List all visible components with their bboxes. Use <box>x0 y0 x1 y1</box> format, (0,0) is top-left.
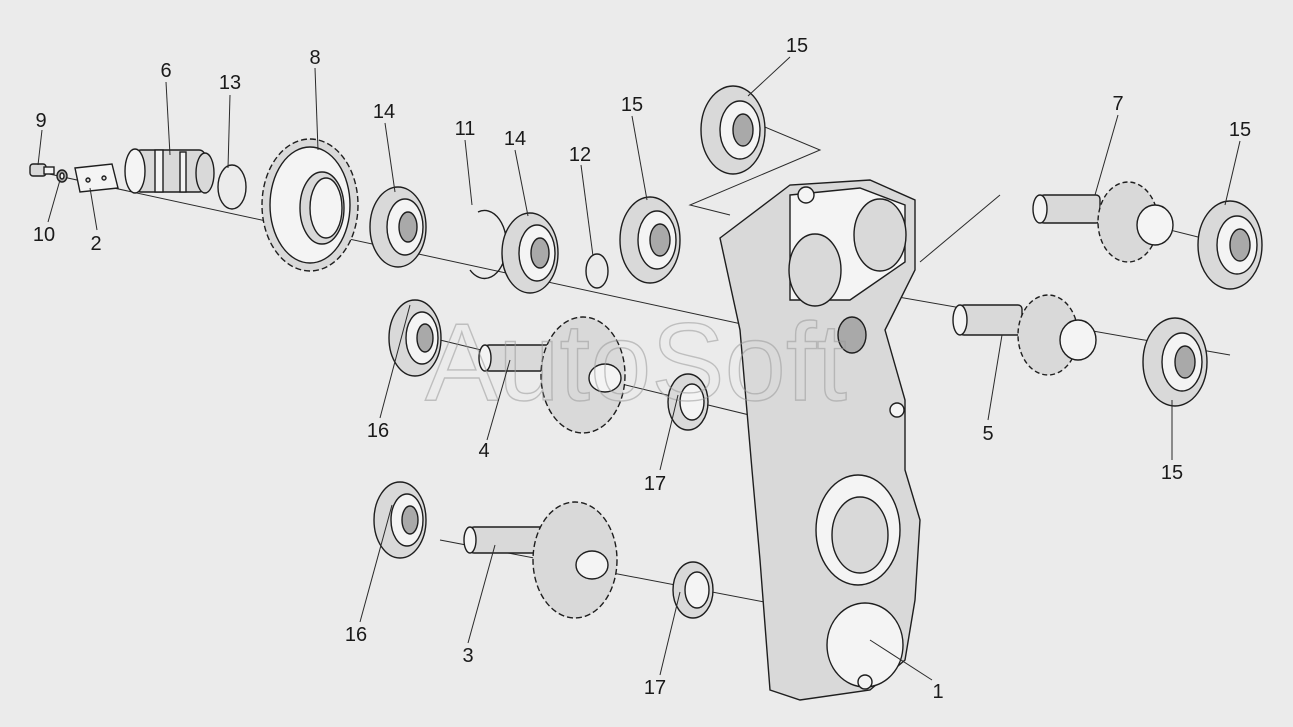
bearing-part-15-top <box>700 85 766 175</box>
callout-14-second: 14 <box>504 128 526 150</box>
shaft-gear-part-5 <box>952 294 1097 376</box>
gear-part-8 <box>261 138 359 272</box>
shaft-gear-part-3 <box>463 501 618 619</box>
callout-labels: 9 10 2 6 13 8 14 11 14 12 15 15 7 15 16 … <box>33 35 1251 703</box>
bearing-part-15-right-top <box>1197 200 1263 290</box>
callout-13: 13 <box>219 72 241 94</box>
bearing-part-17-lower <box>672 561 714 619</box>
washer-part-10 <box>56 169 68 183</box>
callout-14-first: 14 <box>373 101 395 123</box>
callout-10: 10 <box>33 224 55 246</box>
watermark-text: AutoSoft <box>425 301 847 424</box>
callout-5: 5 <box>982 423 993 445</box>
callout-4: 4 <box>478 440 489 462</box>
callout-9: 9 <box>35 110 46 132</box>
leader-lines <box>37 56 1241 681</box>
callout-6: 6 <box>160 60 171 82</box>
snap-ring-part-13 <box>217 164 247 210</box>
shaft-gear-part-4 <box>478 316 626 434</box>
bolt-part-9 <box>29 163 55 177</box>
callout-15-top: 15 <box>786 35 808 57</box>
callout-8: 8 <box>309 47 320 69</box>
callout-11: 11 <box>455 118 476 140</box>
snap-ring-part-12 <box>585 253 609 289</box>
bearing-part-17-upper <box>667 373 709 431</box>
plate-part-2 <box>74 163 119 193</box>
callout-16-lower: 16 <box>345 624 367 646</box>
seal-part-16-upper <box>388 299 442 377</box>
shaft-gear-part-7 <box>1032 181 1174 263</box>
bearing-part-15-right-bottom <box>1142 317 1208 407</box>
callout-7: 7 <box>1112 93 1123 115</box>
callout-15-right-top: 15 <box>1229 119 1251 141</box>
callout-17-lower: 17 <box>644 677 666 699</box>
callout-2: 2 <box>90 233 101 255</box>
callout-12: 12 <box>569 144 591 166</box>
bearing-part-15-middle <box>619 196 681 284</box>
snap-ring-part-11 <box>469 209 508 280</box>
bearing-part-14-second <box>501 212 559 294</box>
callout-15-right-bottom: 15 <box>1161 462 1183 484</box>
housing-part-1 <box>719 179 921 701</box>
callout-15-middle: 15 <box>621 94 643 116</box>
callout-3: 3 <box>462 645 473 667</box>
bearing-part-14-first <box>369 186 427 268</box>
shaft-part-6 <box>124 148 215 194</box>
seal-part-16-lower <box>373 481 427 559</box>
callout-1: 1 <box>932 681 943 703</box>
callout-17-upper: 17 <box>644 473 666 495</box>
callout-16-upper: 16 <box>367 420 389 442</box>
